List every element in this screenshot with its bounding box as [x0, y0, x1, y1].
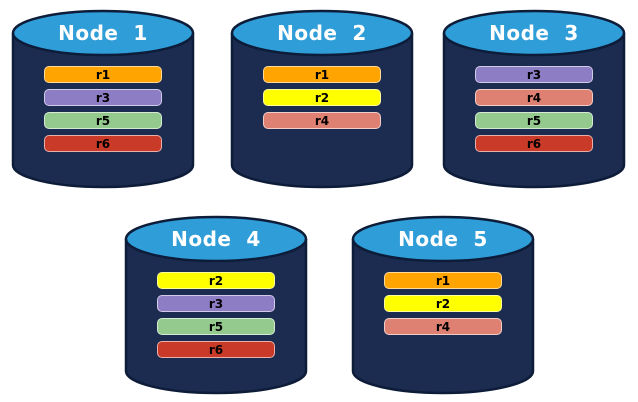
- replica-bar-r2: r2: [384, 295, 502, 312]
- replica-list: r3 r4 r5 r6: [441, 66, 627, 152]
- node-title: Node 5: [398, 227, 488, 251]
- replica-list: r1 r2 r4: [350, 272, 536, 335]
- replica-list: r2 r3 r5 r6: [123, 272, 309, 358]
- replica-bar-r6: r6: [475, 135, 593, 152]
- replica-bar-r5: r5: [157, 318, 275, 335]
- replica-bar-r4: r4: [475, 89, 593, 106]
- node-2: Node 2 r1 r2 r4: [229, 8, 415, 190]
- node-title: Node 4: [171, 227, 261, 251]
- replica-bar-r2: r2: [263, 89, 381, 106]
- replica-bar-r5: r5: [44, 112, 162, 129]
- cylinder-top-shape: [11, 9, 195, 57]
- node-4: Node 4 r2 r3 r5 r6: [123, 214, 309, 396]
- replica-bar-r4: r4: [263, 112, 381, 129]
- node-3: Node 3 r3 r4 r5 r6: [441, 8, 627, 190]
- replica-bar-r3: r3: [44, 89, 162, 106]
- replica-bar-r4: r4: [384, 318, 502, 335]
- replica-list: r1 r2 r4: [229, 66, 415, 129]
- replica-bar-r1: r1: [263, 66, 381, 83]
- cylinder-top-shape: [442, 9, 626, 57]
- cylinder-top-shape: [124, 215, 308, 263]
- replica-bar-r6: r6: [157, 341, 275, 358]
- replica-bar-r5: r5: [475, 112, 593, 129]
- node-title: Node 3: [489, 21, 579, 45]
- replica-bar-r1: r1: [44, 66, 162, 83]
- node-5: Node 5 r1 r2 r4: [350, 214, 536, 396]
- replica-list: r1 r3 r5 r6: [10, 66, 196, 152]
- node-title: Node 2: [277, 21, 367, 45]
- node-title: Node 1: [58, 21, 148, 45]
- cylinder-top-shape: [351, 215, 535, 263]
- replica-bar-r3: r3: [475, 66, 593, 83]
- replica-bar-r6: r6: [44, 135, 162, 152]
- node-1: Node 1 r1 r3 r5 r6: [10, 8, 196, 190]
- replica-bar-r1: r1: [384, 272, 502, 289]
- replica-bar-r2: r2: [157, 272, 275, 289]
- replica-bar-r3: r3: [157, 295, 275, 312]
- cylinder-top-shape: [230, 9, 414, 57]
